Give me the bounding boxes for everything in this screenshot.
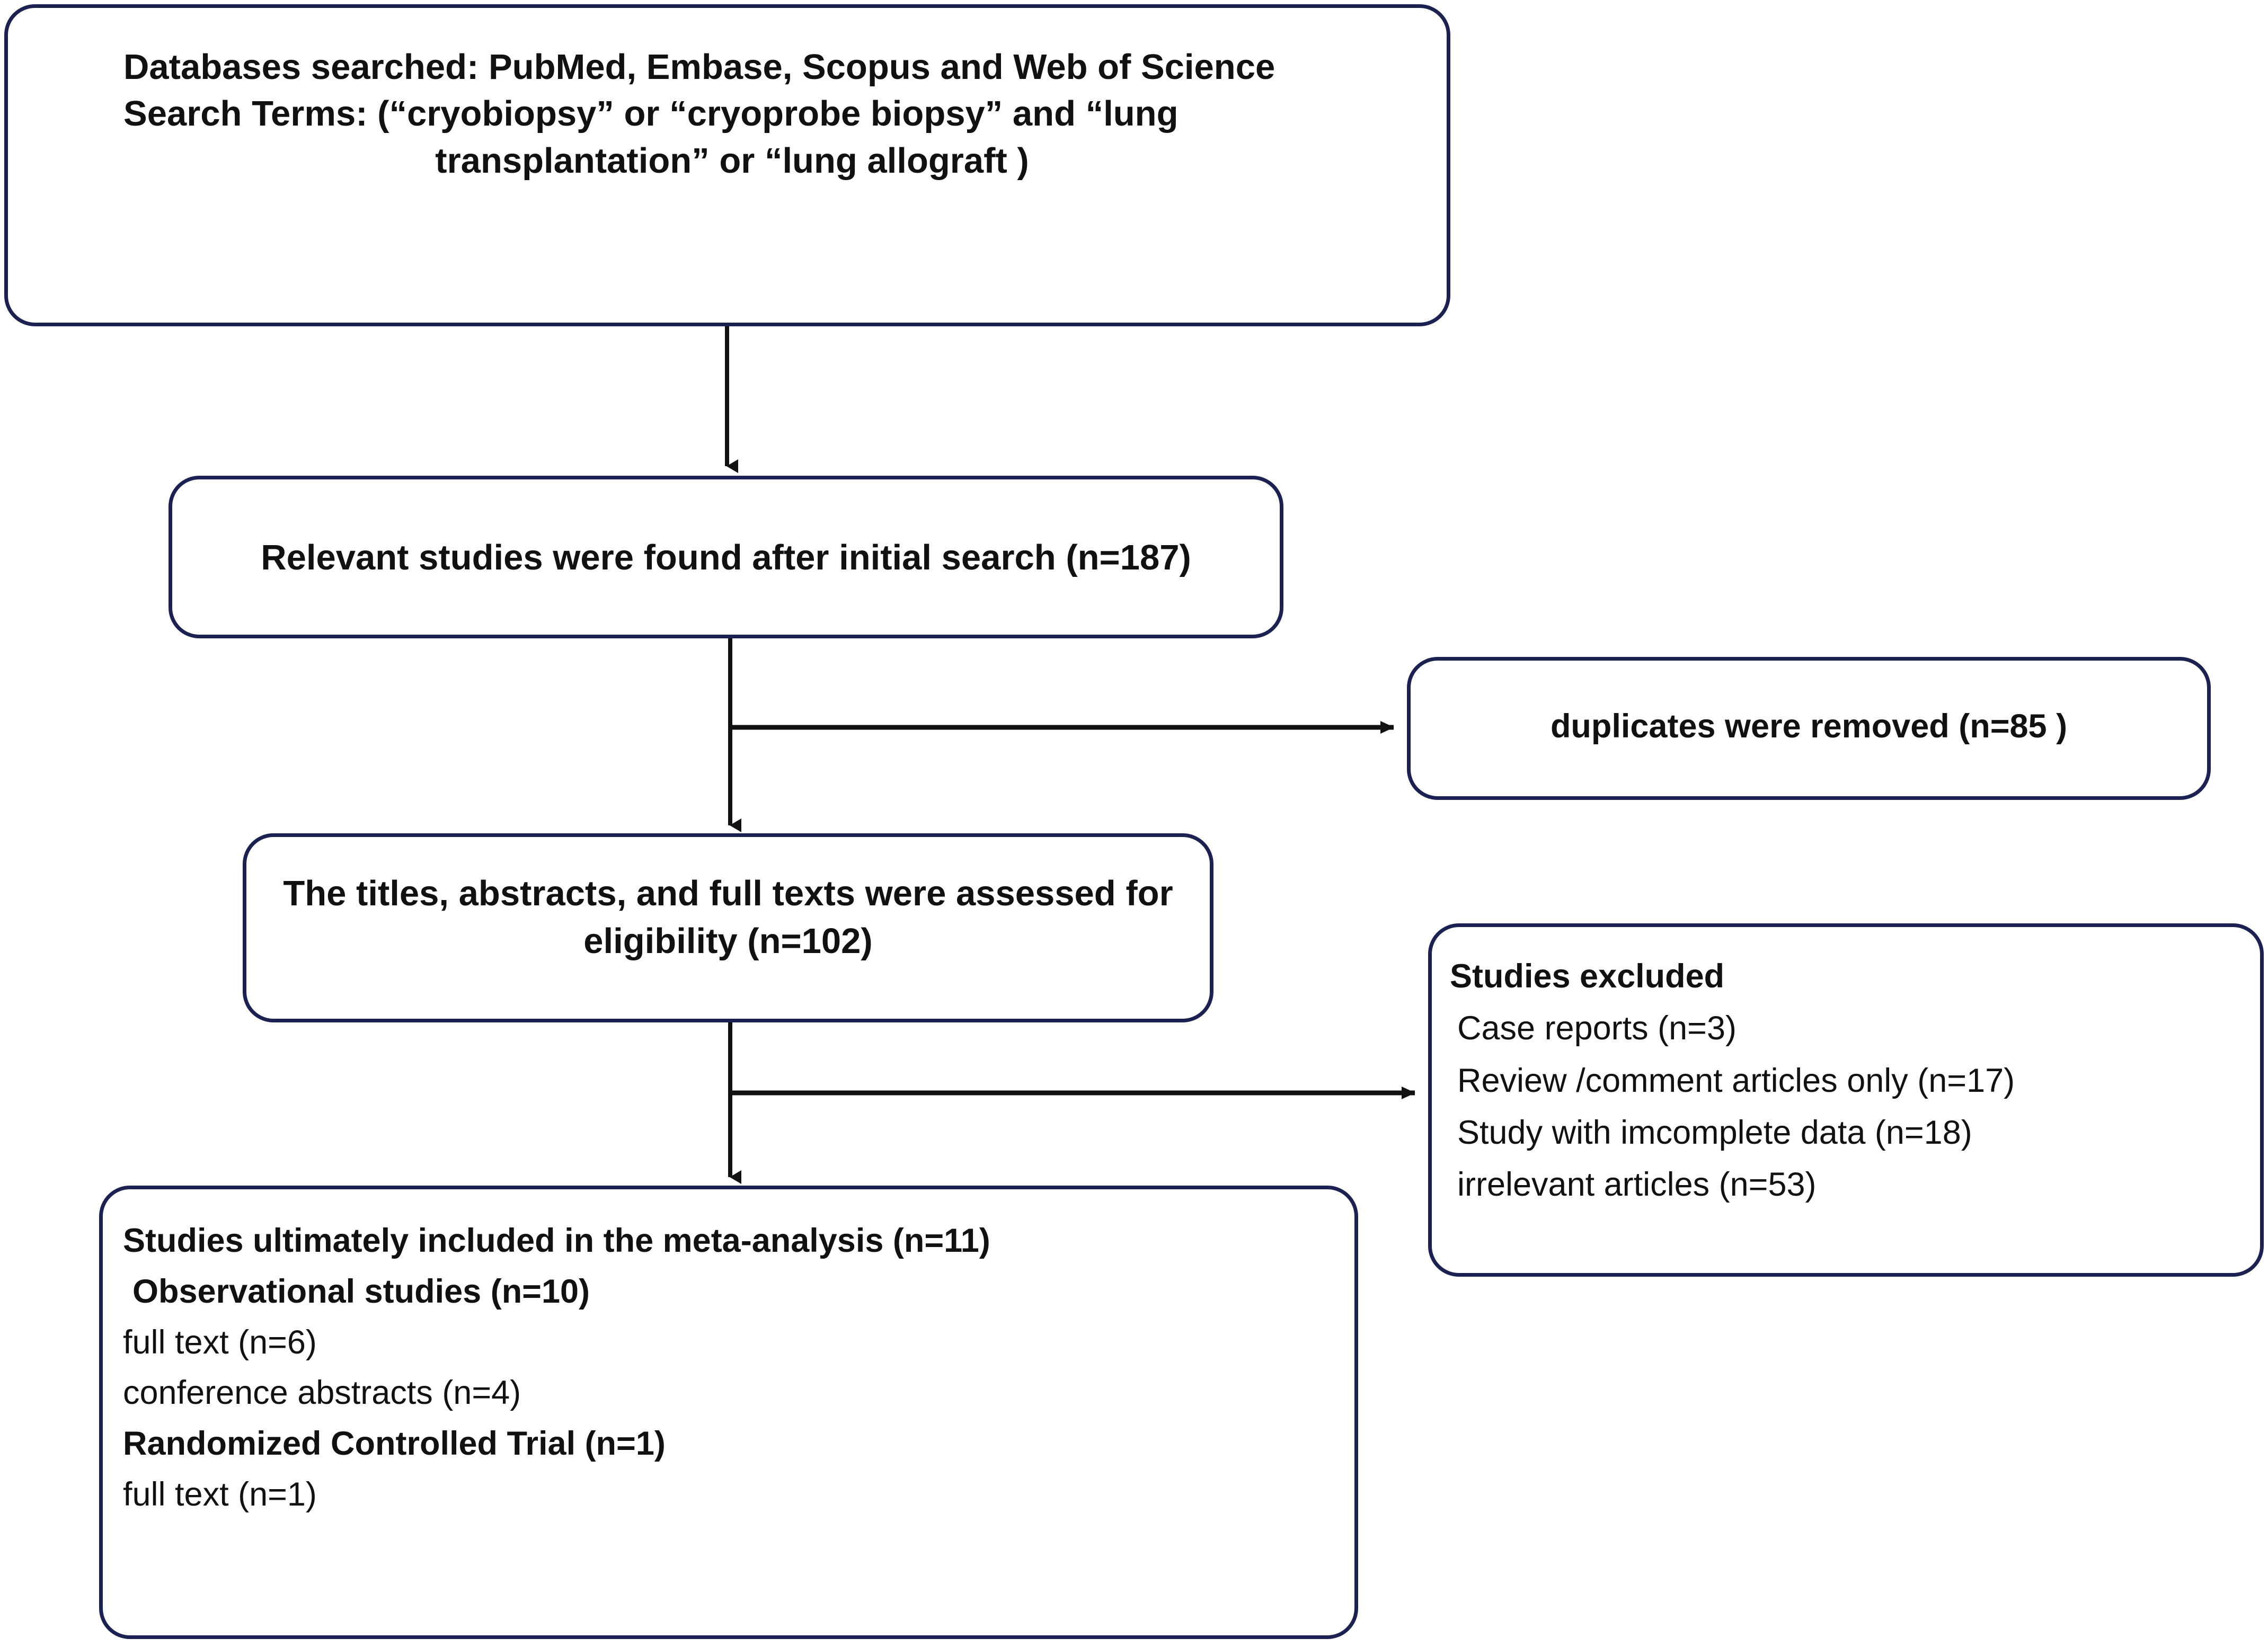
duplicates-removed-text: duplicates were removed (n=85 ) — [1550, 708, 2068, 745]
node-relevant-studies: Relevant studies were found after initia… — [169, 476, 1283, 638]
included-rct-fulltext-line: full text (n=1) — [123, 1475, 317, 1513]
databases-line-2: Search Terms: (“cryobiopsy” or “cryoprob… — [123, 94, 1179, 134]
node-duplicates-removed: duplicates were removed (n=85 ) — [1407, 657, 2211, 800]
included-total-line: Studies ultimately included in the meta-… — [123, 1222, 990, 1259]
eligibility-text: The titles, abstracts, and full texts we… — [246, 870, 1210, 966]
excluded-item-case-reports: Case reports (n=3) — [1457, 1010, 1737, 1047]
node-databases-searched: Databases searched: PubMed, Embase, Scop… — [4, 4, 1450, 326]
node-studies-excluded: Studies excluded Case reports (n=3) Revi… — [1428, 923, 2264, 1277]
databases-line-1: Databases searched: PubMed, Embase, Scop… — [123, 47, 1275, 87]
excluded-item-incomplete-data: Study with imcomplete data (n=18) — [1457, 1114, 1972, 1151]
node-studies-included: Studies ultimately included in the meta-… — [99, 1186, 1358, 1639]
eligibility-line-2: eligibility (n=102) — [583, 921, 873, 962]
studies-excluded-heading: Studies excluded — [1450, 958, 1725, 995]
node-databases-text: Databases searched: PubMed, Embase, Scop… — [8, 44, 1447, 184]
eligibility-line-1: The titles, abstracts, and full texts we… — [283, 874, 1173, 913]
studies-excluded-text: Studies excluded Case reports (n=3) Revi… — [1432, 950, 2260, 1210]
studies-included-text: Studies ultimately included in the meta-… — [103, 1216, 1354, 1520]
excluded-item-irrelevant: irrelevant articles (n=53) — [1457, 1166, 1817, 1204]
databases-line-3: transplantation” or “lung allograft ) — [435, 140, 1029, 181]
node-eligibility-assessment: The titles, abstracts, and full texts we… — [243, 833, 1213, 1022]
excluded-item-review-comment: Review /comment articles only (n=17) — [1457, 1062, 2015, 1099]
relevant-studies-text: Relevant studies were found after initia… — [261, 538, 1191, 577]
included-rct-line: Randomized Controlled Trial (n=1) — [123, 1425, 666, 1462]
included-observational-fulltext-line: full text (n=6) — [123, 1323, 317, 1361]
included-observational-line: Observational studies (n=10) — [132, 1272, 590, 1310]
included-observational-abstracts-line: conference abstracts (n=4) — [123, 1374, 521, 1412]
